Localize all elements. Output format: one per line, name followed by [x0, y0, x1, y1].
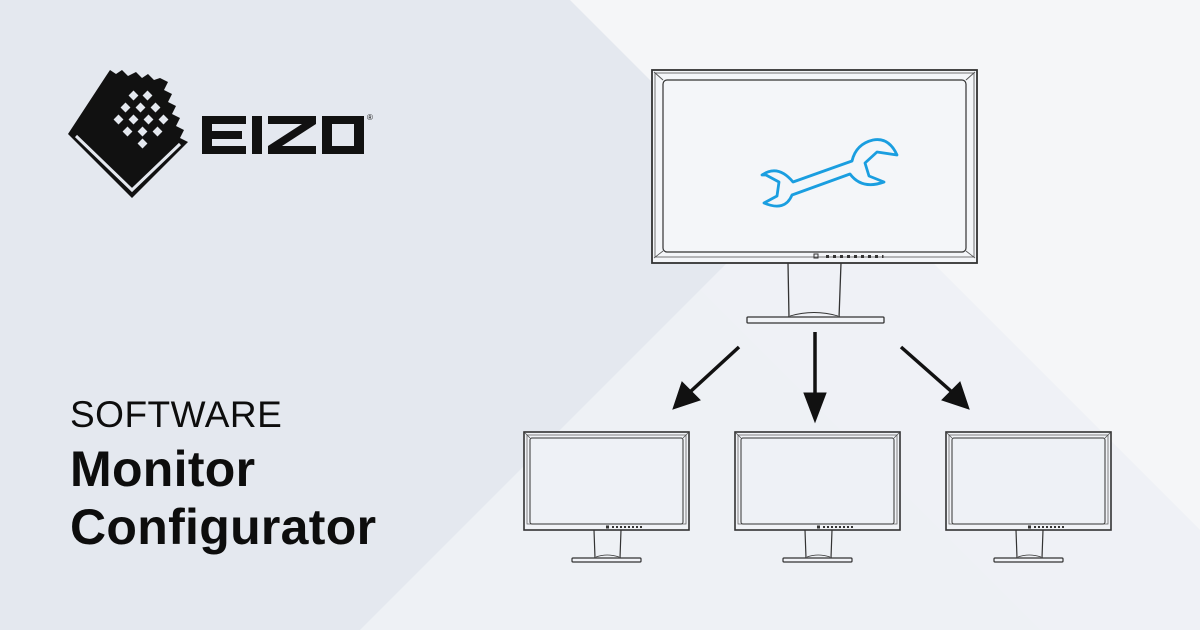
target-monitor-1	[523, 431, 690, 563]
category-label: SOFTWARE	[70, 394, 283, 435]
source-monitor	[651, 69, 978, 324]
product-title-line1: Monitor	[70, 441, 256, 497]
target-monitor-3	[945, 431, 1112, 563]
distribution-arrows	[672, 332, 970, 424]
hero-text: SOFTWARE Monitor Configurator	[70, 393, 376, 555]
arrow-down-left-icon	[672, 345, 741, 410]
arrow-down-right-icon	[899, 345, 970, 410]
eizo-logo: ®	[68, 70, 373, 198]
monitor-buttons	[813, 253, 884, 259]
eizo-checker-diamond-icon	[68, 70, 188, 198]
product-title-line2: Configurator	[70, 499, 377, 555]
svg-text:®: ®	[367, 113, 373, 122]
eizo-wordmark	[202, 116, 364, 154]
arrow-down-icon	[803, 332, 827, 424]
target-monitor-2	[734, 431, 901, 563]
wrench-icon	[760, 138, 899, 208]
